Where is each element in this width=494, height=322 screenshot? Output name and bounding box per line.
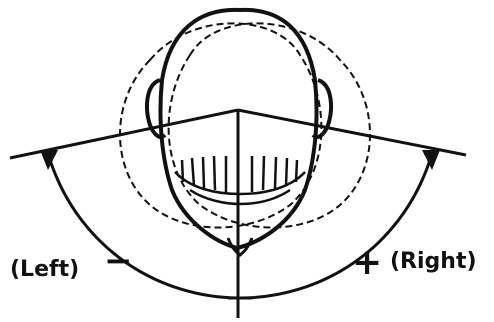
tilted-head-outlines xyxy=(119,22,371,229)
minus-sign: − xyxy=(104,241,133,281)
teeth-sketch xyxy=(174,155,306,206)
right-arrowhead xyxy=(422,150,440,170)
left-ear xyxy=(145,78,167,139)
left-arrowhead xyxy=(40,150,58,170)
center-marker xyxy=(228,290,252,306)
right-label: (Right) xyxy=(390,249,477,274)
tilted-head-left-dashed xyxy=(119,22,323,229)
right-ear xyxy=(311,78,333,139)
tilted-head-right-dashed xyxy=(167,22,371,229)
reference-lines xyxy=(9,108,467,318)
left-label: (Left) xyxy=(10,257,79,282)
arrowheads xyxy=(40,150,440,170)
plus-sign: + xyxy=(352,242,382,283)
neck-tip xyxy=(226,237,254,257)
right-tilt-line xyxy=(237,108,467,157)
